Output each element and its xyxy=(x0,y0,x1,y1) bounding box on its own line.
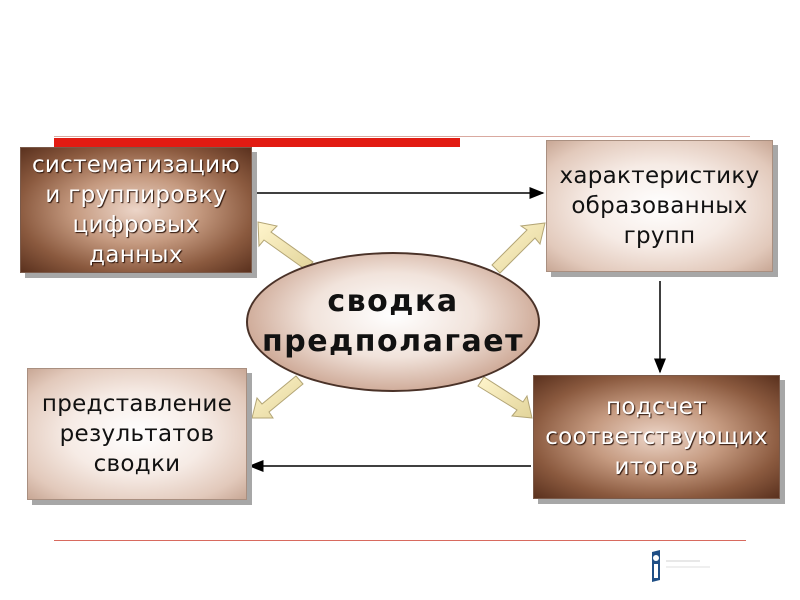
center-ellipse: сводка предполагает xyxy=(246,252,540,392)
bottom-divider xyxy=(54,540,746,541)
block-arrow-to-topright xyxy=(491,222,546,274)
box-totals-calculation-label: подсчет соответствующих итогов xyxy=(545,394,768,480)
block-arrow-to-bottomleft xyxy=(251,375,304,419)
emblem-logo-icon xyxy=(646,548,724,584)
block-arrow-to-topleft xyxy=(257,221,314,271)
box-group-characteristics-label: характеристику образованных групп xyxy=(559,163,760,249)
top-divider-thin xyxy=(54,136,750,137)
box-totals-calculation: подсчет соответствующих итогов xyxy=(533,375,780,499)
box-systematization-label: систематизацию и группировку цифровых да… xyxy=(31,152,241,268)
box-results-presentation-label: представление результатов сводки xyxy=(41,391,233,477)
box-systematization: систематизацию и группировку цифровых да… xyxy=(20,147,252,273)
top-divider-red xyxy=(54,138,460,147)
center-label: сводка предполагает xyxy=(262,284,524,359)
box-group-characteristics: характеристику образованных групп xyxy=(546,140,773,272)
block-arrow-to-bottomright xyxy=(477,376,533,419)
box-results-presentation: представление результатов сводки xyxy=(27,368,247,500)
